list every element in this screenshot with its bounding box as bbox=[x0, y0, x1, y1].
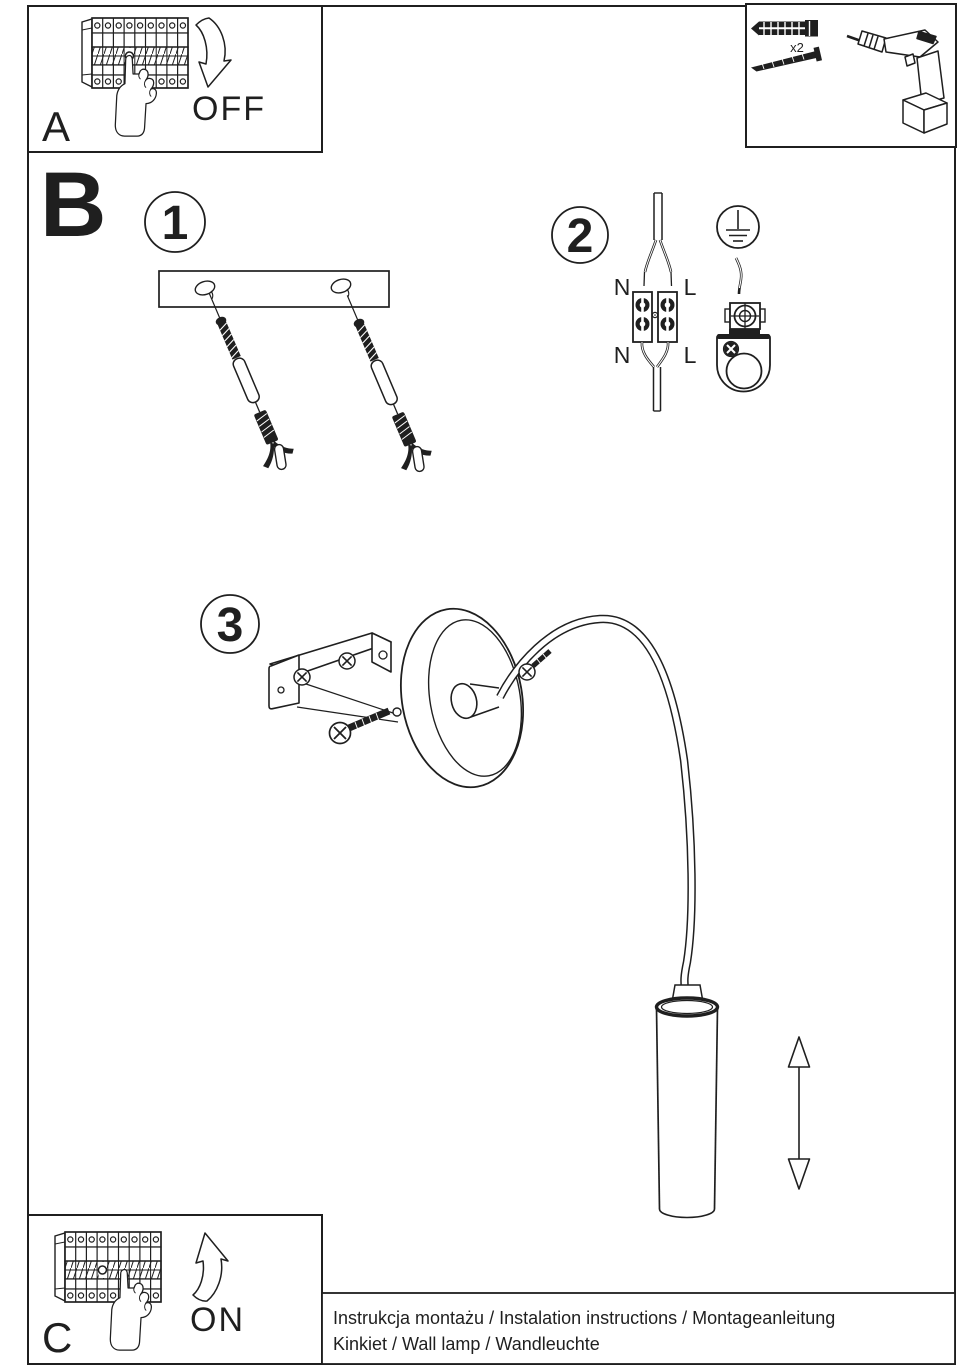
step1-number: 1 bbox=[162, 197, 189, 250]
earth-wire-icon bbox=[734, 257, 743, 295]
gooseneck-arm-icon bbox=[496, 614, 696, 991]
wire-label-l-bottom: L bbox=[684, 342, 697, 368]
adjust-arrow-icon bbox=[787, 1036, 811, 1190]
terminal-block-icon bbox=[632, 291, 678, 343]
step3-number: 3 bbox=[217, 599, 244, 652]
wire-label-l-top: L bbox=[684, 274, 697, 300]
canopy-small-screw-icon bbox=[518, 649, 552, 681]
step1-circle bbox=[144, 191, 206, 253]
box-a-label: A bbox=[42, 103, 70, 150]
off-label: OFF bbox=[192, 90, 266, 128]
lamp-shade-icon bbox=[654, 984, 720, 1219]
canopy-screw-icon bbox=[328, 707, 402, 745]
box-c-label: C bbox=[42, 1314, 72, 1361]
caption-line2: Kinkiet / Wall lamp / Wandleuchte bbox=[333, 1334, 600, 1354]
step2-circle bbox=[551, 206, 609, 264]
step2-number: 2 bbox=[567, 210, 594, 263]
curved-arrow-up-icon bbox=[192, 1232, 229, 1302]
box-a: OFF A bbox=[27, 5, 323, 153]
mounting-plate-icon bbox=[158, 270, 390, 308]
curved-arrow-down-icon bbox=[195, 17, 232, 88]
screw-icon bbox=[751, 46, 823, 72]
earth-clamp-icon bbox=[724, 302, 766, 335]
caption-line1: Instrukcja montażu / Instalation instruc… bbox=[333, 1308, 835, 1328]
step3-group: 3 bbox=[200, 594, 811, 1219]
plate-hole-left bbox=[194, 280, 216, 296]
step2-group: 2 N L bbox=[551, 192, 771, 412]
wall-bracket-icon bbox=[268, 632, 399, 723]
anchor-qty-label: x2 bbox=[790, 40, 804, 55]
caption-box: Instrukcja montażu / Instalation instruc… bbox=[321, 1292, 956, 1365]
drill-icon bbox=[846, 29, 948, 134]
section-b-label: B bbox=[40, 154, 106, 256]
parts-box: x2 bbox=[745, 3, 957, 148]
supply-cable-icon bbox=[643, 192, 673, 287]
on-label: ON bbox=[190, 1301, 245, 1339]
earth-symbol-icon bbox=[716, 205, 760, 249]
wall-plug-icon bbox=[751, 20, 818, 37]
box-c: ON C bbox=[27, 1214, 323, 1365]
canopy-knob-icon bbox=[450, 682, 500, 720]
step1-group: 1 bbox=[144, 191, 439, 480]
wire-label-n-top: N bbox=[614, 274, 631, 300]
step3-circle bbox=[200, 594, 260, 654]
lamp-cable-icon bbox=[640, 341, 670, 412]
canopy-back-icon bbox=[716, 334, 771, 393]
wire-label-n-bottom: N bbox=[614, 342, 631, 368]
plate-hole-right bbox=[330, 278, 352, 294]
